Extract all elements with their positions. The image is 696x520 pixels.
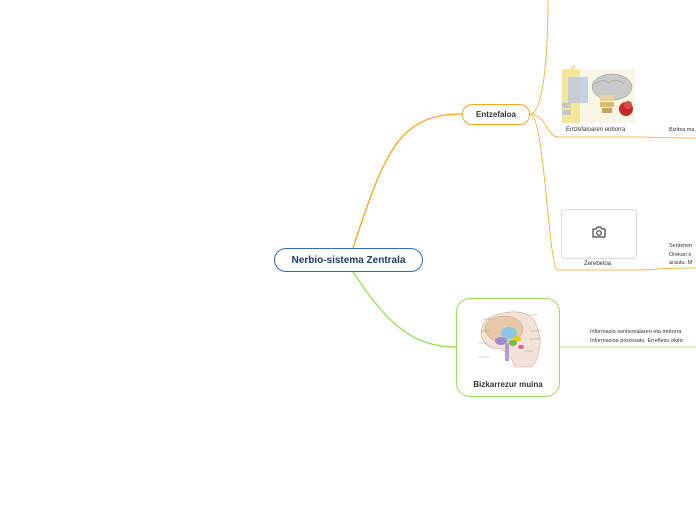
camera-icon xyxy=(591,225,607,244)
zerebeloa-note-line: Sentimen xyxy=(669,243,693,249)
bizkarrezur-note-line: Informazioa prozesatu. Erreflexu ekint xyxy=(590,337,683,344)
root-node[interactable]: Nerbio-sistema Zentrala xyxy=(274,248,423,272)
bizkarrezur-muina-image xyxy=(471,305,547,371)
root-node-label: Nerbio-sistema Zentrala xyxy=(291,254,406,266)
bizkarrezur-muina-note: Informazio sentsorialaren eta motorra In… xyxy=(590,328,683,345)
zerebeloa-label[interactable]: Zerebeloa xyxy=(584,261,612,267)
topic-bizkarrezur-muina-label: Bizkarrezur muina xyxy=(473,380,543,389)
topic-bizkarrezur-muina[interactable]: Bizkarrezur muina xyxy=(456,298,560,397)
entzefaloaren-enborra-note: Bizitza ma xyxy=(669,127,695,133)
zerebeloa-note-line: Orekari e xyxy=(669,251,692,258)
zerebeloa-note-line: arautu. M xyxy=(669,260,693,266)
topic-entzefaloa-label: Entzefaloa xyxy=(475,110,516,119)
zerebeloa-image-placeholder[interactable] xyxy=(561,209,637,259)
entzefaloaren-enborra-image xyxy=(562,69,635,123)
bizkarrezur-note-line: Informazio sentsorialaren eta motorra xyxy=(590,329,682,335)
entzefaloaren-enborra-label[interactable]: Entzefaloaren enborra xyxy=(566,127,626,133)
topic-entzefaloa[interactable]: Entzefaloa xyxy=(462,104,530,125)
zerebeloa-note: Sentimen Orekari e arautu. M xyxy=(669,242,692,268)
